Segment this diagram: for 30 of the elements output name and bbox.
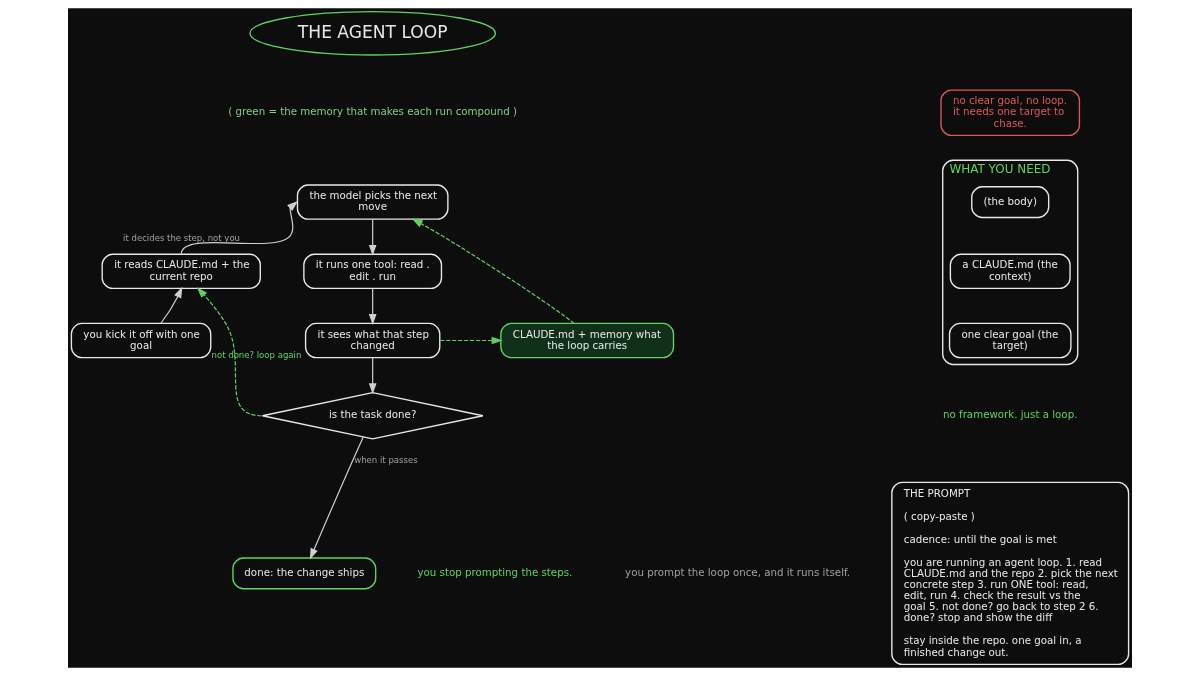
arrow (368, 287, 377, 326)
node-box: no clear goal, no loop. it needs one target to chase. (940, 89, 1081, 137)
arrow (160, 286, 183, 324)
node-ellipse: THE AGENT LOOP (249, 10, 497, 56)
arrow (196, 287, 263, 417)
node-diamond: is the task done? (261, 391, 484, 440)
label: no framework. just a loop. (943, 408, 1078, 421)
arrow (180, 200, 298, 255)
node-box: the model picks the next move (296, 184, 449, 220)
arrow (309, 436, 364, 560)
edge-label: not done? loop again (211, 350, 302, 361)
label: ( green = the memory that makes each run compound ) (228, 105, 518, 118)
arrow (368, 357, 377, 395)
node-box: it sees what that step changed (304, 322, 441, 359)
node-box: one clear goal (the target) (948, 322, 1072, 359)
edge-label: it decides the step, not you (123, 232, 241, 243)
node-box: it runs one tool: read . edit . run (303, 253, 443, 290)
node-box: done: the change ships (232, 557, 377, 590)
node-box: (the body) (971, 186, 1050, 219)
node-box: you kick it off with one goal (70, 322, 212, 359)
node-box: THE PROMPT ( copy-paste ) cadence: until the goal is met you are running an agent loop. 1. read CLAUDE.md and the repo 2. pick the next concrete step 3. run ONE tool: read, edit, run 4. check the result vs the goal 5. not done? go back to step 2 6. done? stop and show the diff stay inside the repo. one goal in, a finished change out. (891, 481, 1130, 666)
label: you stop prompting the steps. (417, 566, 573, 579)
node-box: a CLAUDE.md (the context) (949, 253, 1071, 290)
label: you prompt the loop once, and it runs itself. (625, 566, 851, 579)
arrow (439, 336, 503, 345)
arrow (368, 218, 377, 256)
arrow (411, 218, 575, 324)
node-box: it reads CLAUDE.md + the current repo (101, 253, 261, 290)
node-box: CLAUDE.md + memory what the loop carries (500, 322, 675, 359)
edge-label: when it passes (354, 454, 418, 465)
